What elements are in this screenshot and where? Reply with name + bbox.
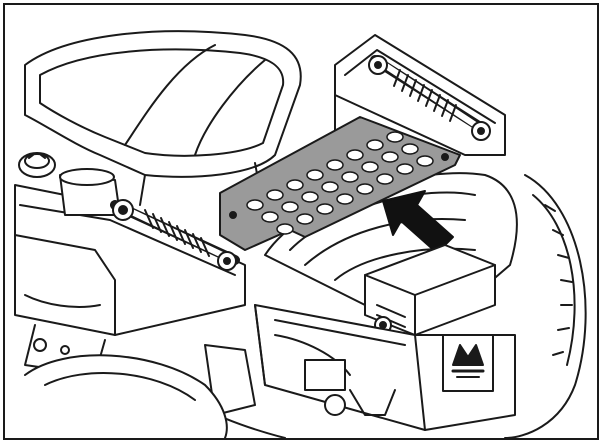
- perforated-cover-plate: [219, 116, 461, 251]
- engine-block: [364, 244, 496, 336]
- rear-tire: [504, 174, 587, 438]
- fuel-cap: [18, 152, 56, 178]
- illustration-frame: [3, 3, 599, 440]
- right-shock-absorber: [368, 55, 491, 141]
- husqvarna-crown-logo: [442, 334, 494, 392]
- mower-illustration: [14, 30, 587, 438]
- drive-components: [154, 334, 396, 438]
- front-tire: [24, 354, 228, 438]
- fluid-reservoir: [59, 168, 121, 216]
- seat: [24, 30, 302, 206]
- left-shock-absorber: [110, 199, 240, 271]
- left-chassis: [14, 184, 246, 376]
